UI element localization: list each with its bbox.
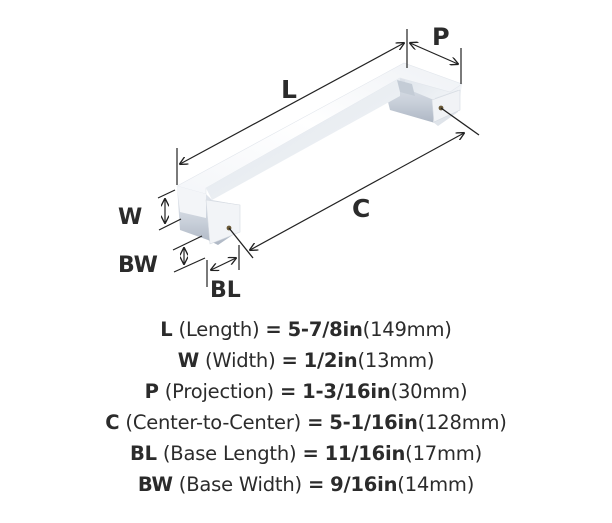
spec-mm: (30mm): [390, 380, 468, 403]
spec-base-length: BL (Base Length) = 11/16in(17mm): [0, 438, 612, 469]
spec-inch: 5-7/8in: [287, 318, 363, 341]
spec-desc: (Width): [205, 349, 276, 372]
dimension-P: P: [410, 23, 462, 84]
spec-center-to-center: C (Center-to-Center) = 5-1/16in(128mm): [0, 407, 612, 438]
spec-desc: (Center-to-Center): [125, 411, 302, 434]
spec-eq: =: [302, 442, 319, 465]
spec-mm: (14mm): [397, 473, 475, 496]
spec-code: BW: [137, 473, 173, 496]
label-W: W: [118, 205, 142, 230]
spec-eq: =: [307, 473, 325, 496]
spec-mm: (13mm): [357, 349, 435, 372]
dimension-C: C: [250, 133, 464, 250]
dimension-BL: BL: [206, 245, 241, 303]
spec-mm: (149mm): [362, 318, 452, 341]
spec-code: C: [105, 411, 120, 434]
spec-base-width: BW (Base Width) = 9/16in(14mm): [0, 469, 612, 500]
spec-mm: (128mm): [417, 411, 507, 434]
spec-code: BL: [130, 442, 157, 465]
screw-axis-right: [440, 107, 480, 136]
label-BW: BW: [118, 253, 158, 278]
spec-inch: 1/2in: [303, 349, 358, 372]
spec-projection: P (Projection) = 1-3/16in(30mm): [0, 376, 612, 407]
spec-desc: (Base Length): [162, 442, 297, 465]
spec-eq: =: [281, 349, 298, 372]
spec-width: W (Width) = 1/2in(13mm): [0, 345, 612, 376]
spec-inch: 11/16in: [324, 442, 406, 465]
spec-desc: (Base Width): [178, 473, 302, 496]
label-C: C: [352, 194, 370, 223]
spec-length: L (Length) = 5-7/8in(149mm): [0, 314, 612, 345]
spec-desc: (Projection): [164, 380, 274, 403]
dimension-W: W: [118, 189, 182, 231]
handle-dimension-diagram: L P C W BW BL: [118, 23, 480, 303]
spec-code: L: [160, 318, 173, 341]
spec-eq: =: [265, 318, 282, 341]
label-L: L: [281, 75, 297, 104]
spec-eq: =: [307, 411, 324, 434]
spec-eq: =: [279, 380, 297, 403]
dimension-BW: BW: [118, 235, 206, 278]
dimension-spec-list: L (Length) = 5-7/8in(149mm) W (Width) = …: [0, 314, 612, 500]
spec-code: W: [177, 349, 200, 372]
spec-inch: 1-3/16in: [302, 380, 391, 403]
spec-inch: 5-1/16in: [329, 411, 418, 434]
spec-code: P: [144, 380, 159, 403]
spec-inch: 9/16in: [330, 473, 398, 496]
cabinet-pull-handle: [176, 62, 463, 245]
spec-mm: (17mm): [405, 442, 482, 465]
spec-desc: (Length): [178, 318, 260, 341]
dimension-L: L: [176, 29, 408, 185]
screw-axis-left: [228, 227, 254, 259]
label-P: P: [432, 23, 450, 51]
label-BL: BL: [210, 278, 241, 303]
